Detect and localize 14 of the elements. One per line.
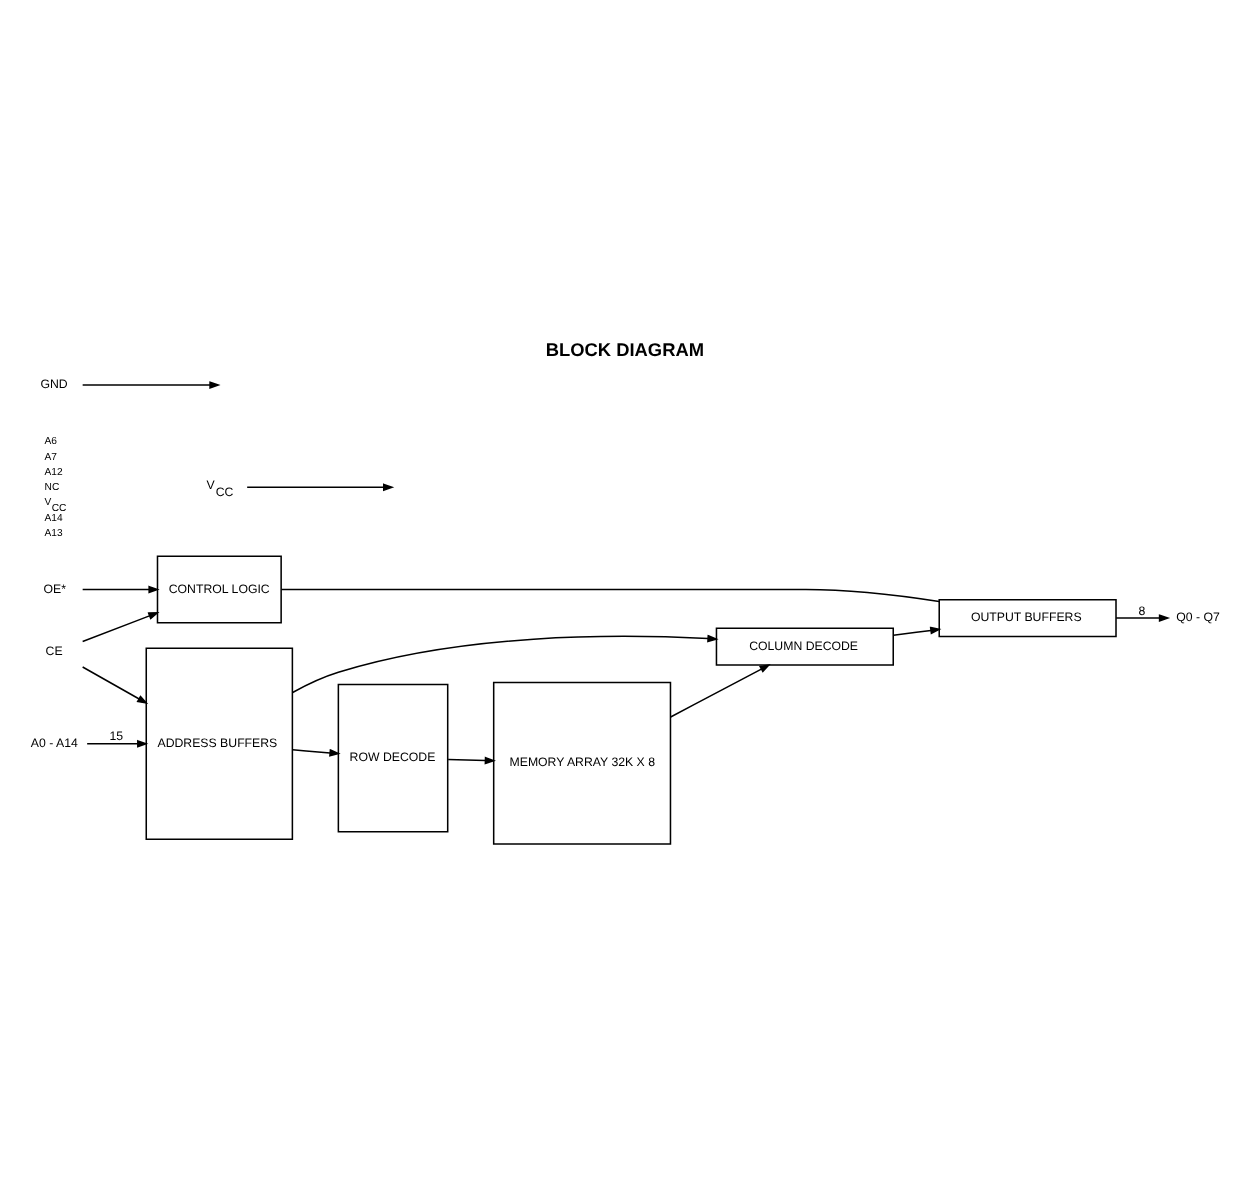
arrow xyxy=(80,666,148,705)
arrow xyxy=(446,756,495,765)
arrow xyxy=(1114,614,1170,622)
arrow xyxy=(80,381,220,390)
arrow xyxy=(290,634,718,694)
arrow xyxy=(85,739,148,748)
diagram-title: BLOCK DIAGRAM xyxy=(544,339,704,360)
arrow xyxy=(891,626,941,637)
connector xyxy=(279,588,939,603)
arrow xyxy=(80,585,159,594)
arrow xyxy=(245,483,394,492)
arrow xyxy=(668,664,770,718)
arrow xyxy=(80,612,159,643)
arrow xyxy=(290,748,340,757)
